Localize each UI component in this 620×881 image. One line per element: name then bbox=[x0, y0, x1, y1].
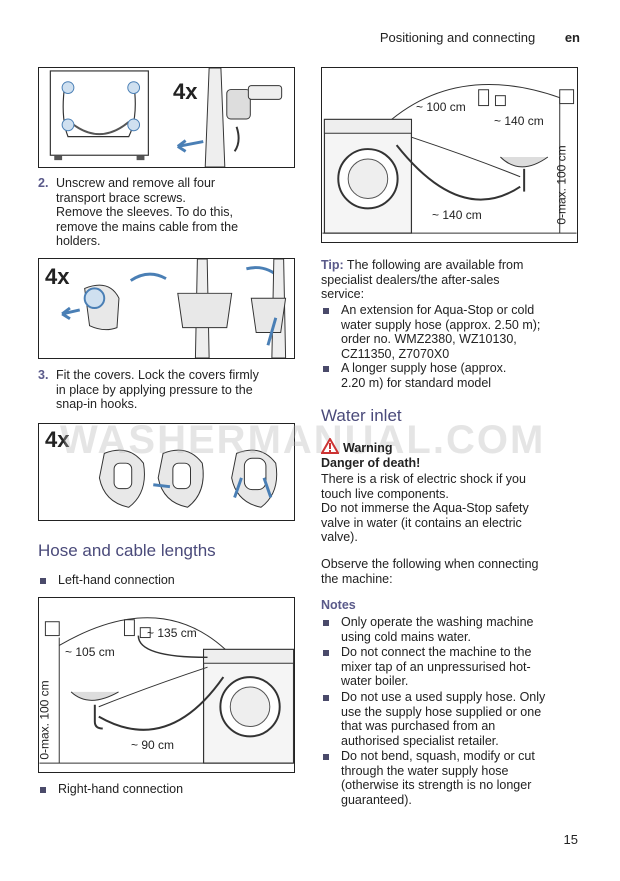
note-item: Do not use a used supply hose. Only use … bbox=[321, 690, 583, 748]
step-text: Fit the covers. Lock the covers firmly i… bbox=[56, 368, 259, 412]
figure-transport-screws: 4x bbox=[38, 67, 295, 168]
figure-remove-sleeves: 4x bbox=[38, 258, 295, 359]
tip-text: The following are available from special… bbox=[321, 258, 524, 302]
step-text: Unscrew and remove all four transport br… bbox=[56, 176, 239, 249]
dimension-label: ~ 140 cm bbox=[494, 114, 544, 128]
count-label: 4x bbox=[45, 427, 70, 452]
tip-item: An extension for Aqua-Stop or cold water… bbox=[321, 303, 583, 361]
count-label: 4x bbox=[45, 264, 70, 289]
height-label: 0-max. 100 cm bbox=[38, 680, 52, 760]
step-number: 3. bbox=[38, 368, 49, 382]
observe-text: Observe the following when connecting th… bbox=[321, 557, 539, 586]
language-code: en bbox=[564, 30, 580, 45]
heading-hose-lengths: Hose and cable lengths bbox=[38, 541, 216, 560]
heading-water-inlet: Water inlet bbox=[321, 406, 402, 425]
bullet-right-connection: Right-hand connection bbox=[38, 782, 183, 797]
step-2: 2. Unscrew and remove all four transport… bbox=[38, 176, 298, 249]
page-header: Positioning and connecting en bbox=[380, 30, 580, 45]
bullet-left-connection: Left-hand connection bbox=[38, 573, 175, 588]
dimension-label: ~ 140 cm bbox=[432, 208, 482, 222]
warning-subtitle: Danger of death! bbox=[321, 456, 421, 470]
dimension-label: ~ 135 cm bbox=[147, 626, 197, 640]
warning-triangle-icon bbox=[320, 436, 340, 457]
dimension-label: ~ 100 cm bbox=[416, 100, 466, 114]
figure-fit-covers: 4x bbox=[38, 423, 295, 521]
step-3: 3. Fit the covers. Lock the covers firml… bbox=[38, 368, 298, 412]
figure-left-connection: ~ 135 cm ~ 105 cm ~ 90 cm 0-max. 100 cm bbox=[38, 597, 295, 773]
warning-text: There is a risk of electric shock if you… bbox=[321, 472, 529, 545]
tip-paragraph: Tip: The following are available from sp… bbox=[321, 258, 583, 302]
figure-right-connection: ~ 100 cm ~ 140 cm ~ 140 cm 0-max. 100 cm bbox=[321, 67, 578, 243]
dimension-label: ~ 105 cm bbox=[65, 645, 115, 659]
tip-label: Tip: bbox=[321, 258, 344, 272]
dimension-label: ~ 90 cm bbox=[131, 738, 175, 752]
height-label: 0-max. 100 cm bbox=[554, 145, 569, 225]
count-label: 4x bbox=[173, 79, 198, 104]
note-item: Do not bend, squash, modify or cut throu… bbox=[321, 749, 583, 807]
warning-title: Warning bbox=[320, 436, 393, 457]
section-title: Positioning and connecting bbox=[379, 30, 536, 45]
tip-item: A longer supply hose (approx. 2.20 m) fo… bbox=[321, 361, 583, 390]
note-item: Only operate the washing machine using c… bbox=[321, 615, 583, 644]
step-number: 2. bbox=[38, 176, 49, 190]
page-number: 15 bbox=[563, 832, 578, 847]
notes-label: Notes bbox=[321, 598, 356, 612]
note-item: Do not connect the machine to the mixer … bbox=[321, 645, 583, 689]
